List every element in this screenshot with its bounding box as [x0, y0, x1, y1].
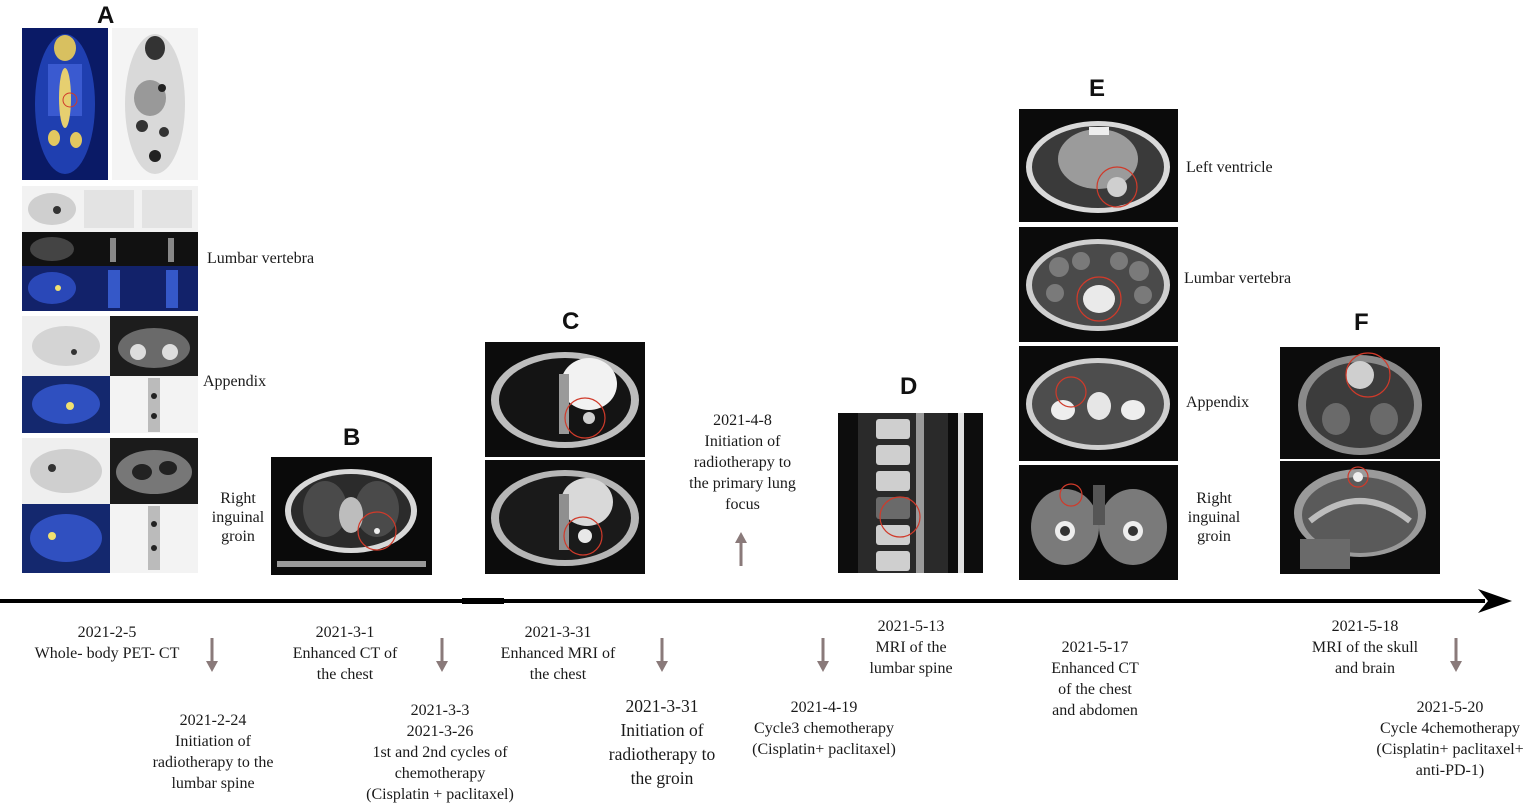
event-line: Enhanced CT of	[292, 645, 398, 662]
timeline-arrow	[0, 589, 1512, 613]
panel-label-c: C	[562, 308, 580, 335]
pet-ct-whole-body-image	[22, 28, 198, 180]
event-chemo-cycles-1-2: 2021-3-3 2021-3-26 1st and 2nd cycles of…	[350, 700, 530, 805]
event-enhanced-mri-chest: 2021-3-31 Enhanced MRI of the chest	[488, 622, 628, 685]
panel-a-label-inguinal: Right inguinal groin	[211, 490, 265, 545]
down-arrow-icon	[1450, 638, 1462, 672]
event-mri-skull-brain: 2021-5-18 MRI of the skull and brain	[1285, 616, 1445, 679]
pet-ct-inguinal-image	[22, 438, 198, 573]
event-line: Enhanced CT	[1051, 660, 1139, 677]
event-line: Whole- body PET- CT	[34, 645, 180, 662]
event-line: and brain	[1335, 660, 1395, 677]
event-pet-ct: 2021-2-5 Whole- body PET- CT	[12, 622, 202, 664]
panel-e-label-appendix: Appendix	[1186, 394, 1250, 411]
event-date: 2021-3-31	[625, 696, 699, 716]
up-arrow-icon	[735, 532, 747, 566]
event-date: 2021-2-5	[77, 624, 137, 641]
panel-label-d: D	[900, 373, 918, 400]
down-arrow-icon	[817, 638, 829, 672]
down-arrow-icon	[436, 638, 448, 672]
event-line: MRI of the	[875, 639, 947, 656]
event-line: the groin	[630, 768, 694, 788]
panel-label-a: A	[97, 2, 115, 29]
event-line: MRI of the skull	[1311, 639, 1419, 656]
panel-e-label-lumbar-vertebra: Lumbar vertebra	[1184, 270, 1292, 287]
event-line: focus	[725, 496, 760, 513]
event-date: 2021-5-17	[1061, 639, 1129, 656]
event-line: the primary lung	[689, 475, 796, 492]
event-date: 2021-5-20	[1416, 699, 1484, 716]
event-line: the chest	[316, 666, 374, 683]
skull-mri-axial-image	[1280, 347, 1440, 459]
panel-label-b: B	[343, 424, 361, 451]
event-line: anti-PD-1)	[1415, 762, 1485, 779]
event-line: Enhanced MRI of	[500, 645, 616, 662]
event-line: Cycle 4chemotherapy	[1380, 720, 1520, 737]
event-radiotherapy-lumbar: 2021-2-24 Initiation of radiotherapy to …	[138, 710, 288, 794]
event-date: 2021-4-19	[790, 699, 858, 716]
down-arrow-icon	[206, 638, 218, 672]
event-line: radiotherapy to	[608, 744, 716, 764]
ct-lumbar-vertebra-image	[1019, 227, 1178, 342]
event-line: (Cisplatin+ paclitaxel)	[752, 741, 896, 758]
chest-mri-image-lower	[485, 460, 645, 574]
event-line: radiotherapy to	[693, 454, 792, 471]
chest-ct-image	[271, 457, 432, 575]
event-line: of the chest	[1058, 681, 1132, 698]
event-line: 1st and 2nd cycles of	[372, 744, 508, 761]
event-enhanced-ct-chest: 2021-3-1 Enhanced CT of the chest	[280, 622, 410, 685]
ct-appendix-image	[1019, 346, 1178, 461]
event-radiotherapy-groin: 2021-3-31 Initiation of radiotherapy to …	[592, 694, 732, 790]
event-line: lumbar spine	[869, 660, 953, 677]
down-arrow-icon	[656, 638, 668, 672]
ct-inguinal-image	[1019, 465, 1178, 580]
panel-label-e: E	[1089, 75, 1106, 102]
event-line: chemotherapy	[394, 765, 486, 782]
event-date: 2021-3-3	[410, 702, 470, 719]
brain-mri-sagittal-image	[1280, 461, 1440, 574]
event-date: 2021-5-18	[1331, 618, 1399, 635]
pet-ct-appendix-image	[22, 316, 198, 433]
panel-a-label-lumbar-vertebra: Lumbar vertebra	[207, 250, 315, 267]
event-line: the chest	[529, 666, 587, 683]
lumbar-spine-mri-image	[838, 413, 983, 573]
event-line: radiotherapy to the	[152, 754, 274, 771]
event-line: and abdomen	[1052, 702, 1138, 719]
panel-a-label-appendix: Appendix	[203, 373, 267, 390]
event-line: Initiation of	[620, 720, 704, 740]
event-line: Initiation of	[704, 433, 781, 450]
event-mri-lumbar: 2021-5-13 MRI of the lumbar spine	[856, 616, 966, 679]
event-date: 2021-4-8	[713, 412, 772, 429]
event-date: 2021-3-31	[524, 624, 592, 641]
event-radiotherapy-lung: 2021-4-8 Initiation of radiotherapy to t…	[680, 410, 805, 515]
event-date: 2021-2-24	[179, 712, 247, 729]
event-date: 2021-3-26	[406, 723, 474, 740]
event-chemo-cycle-3: 2021-4-19 Cycle3 chemotherapy (Cisplatin…	[738, 697, 910, 760]
event-enhanced-ct-abdomen: 2021-5-17 Enhanced CT of the chest and a…	[1035, 637, 1155, 721]
event-line: Initiation of	[175, 733, 251, 750]
event-date: 2021-5-13	[877, 618, 945, 635]
event-line: lumbar spine	[171, 775, 255, 792]
event-chemo-cycle-4: 2021-5-20 Cycle 4chemotherapy (Cisplatin…	[1366, 697, 1534, 781]
panel-e-label-left-ventricle: Left ventricle	[1186, 159, 1273, 176]
event-line: Cycle3 chemotherapy	[754, 720, 894, 737]
event-line: (Cisplatin+ paclitaxel+	[1376, 741, 1524, 758]
event-line: (Cisplatin + paclitaxel)	[366, 786, 514, 803]
ct-left-ventricle-image	[1019, 109, 1178, 222]
chest-mri-image-upper	[485, 342, 645, 457]
event-date: 2021-3-1	[315, 624, 375, 641]
panel-e-label-inguinal: Right inguinal groin	[1187, 490, 1241, 545]
pet-ct-lumbar-vertebra-image	[22, 186, 198, 311]
panel-label-f: F	[1354, 309, 1369, 336]
